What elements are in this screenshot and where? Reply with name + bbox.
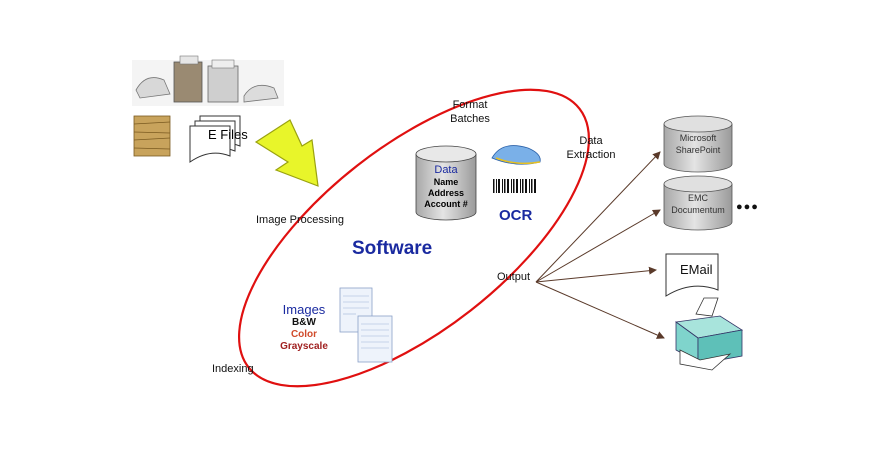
sharepoint-label: Microsoft SharePoint (664, 132, 732, 156)
ocr-scanner-icon (491, 145, 541, 165)
format-batches-line-2: Batches (450, 113, 490, 125)
indexing-label: Indexing (212, 363, 254, 375)
more-destinations-ellipsis: ●●● (736, 201, 759, 213)
e-files-label: E Files (208, 127, 248, 142)
output-label: Output (497, 271, 531, 283)
format-batches-line-1: Format (452, 99, 488, 111)
format-batches-label: Format Batches (444, 98, 496, 126)
email-label: EMail (680, 262, 713, 277)
scanner-devices-image (132, 55, 284, 106)
sharepoint-line-2: SharePoint (675, 145, 721, 155)
email-document-icon (665, 253, 719, 297)
data-db-field: Address (427, 188, 464, 198)
documentum-label: EMC Documentum (664, 192, 732, 216)
data-db-text: Data Name Address Account # (414, 164, 478, 210)
image-processing-label: Image Processing (256, 214, 345, 226)
image-mode-grayscale: Grayscale (280, 341, 328, 352)
software-label: Software (352, 238, 433, 259)
paper-stack-image (133, 115, 171, 157)
yellow-arrow-icon (254, 119, 319, 187)
image-mode-bw: B&W (292, 317, 316, 328)
images-title: Images (282, 302, 326, 317)
image-mode-color: Color (290, 329, 318, 340)
barcode-icon (492, 178, 538, 196)
documentum-line-1: EMC (688, 193, 708, 203)
data-db-field: Account # (424, 199, 468, 209)
sharepoint-line-1: Microsoft (679, 133, 717, 143)
images-block: Images B&W Color Grayscale (278, 302, 330, 353)
data-db-title: Data (434, 164, 458, 176)
data-extraction-line-2: Extraction (566, 149, 616, 161)
documentum-cylinder (663, 175, 733, 231)
scanned-forms-image (339, 287, 393, 363)
output-arrows (535, 151, 665, 339)
printer-icon (674, 297, 744, 371)
sharepoint-cylinder (663, 115, 733, 173)
data-extraction-line-1: Data (579, 135, 603, 147)
data-db-field: Name (433, 177, 459, 187)
e-files-documents-icon (189, 115, 241, 163)
data-database-cylinder (415, 145, 477, 221)
data-extraction-label: Data Extraction (556, 134, 626, 162)
process-loop (237, 88, 591, 388)
ocr-label: OCR (499, 207, 533, 224)
documentum-line-2: Documentum (671, 205, 725, 215)
